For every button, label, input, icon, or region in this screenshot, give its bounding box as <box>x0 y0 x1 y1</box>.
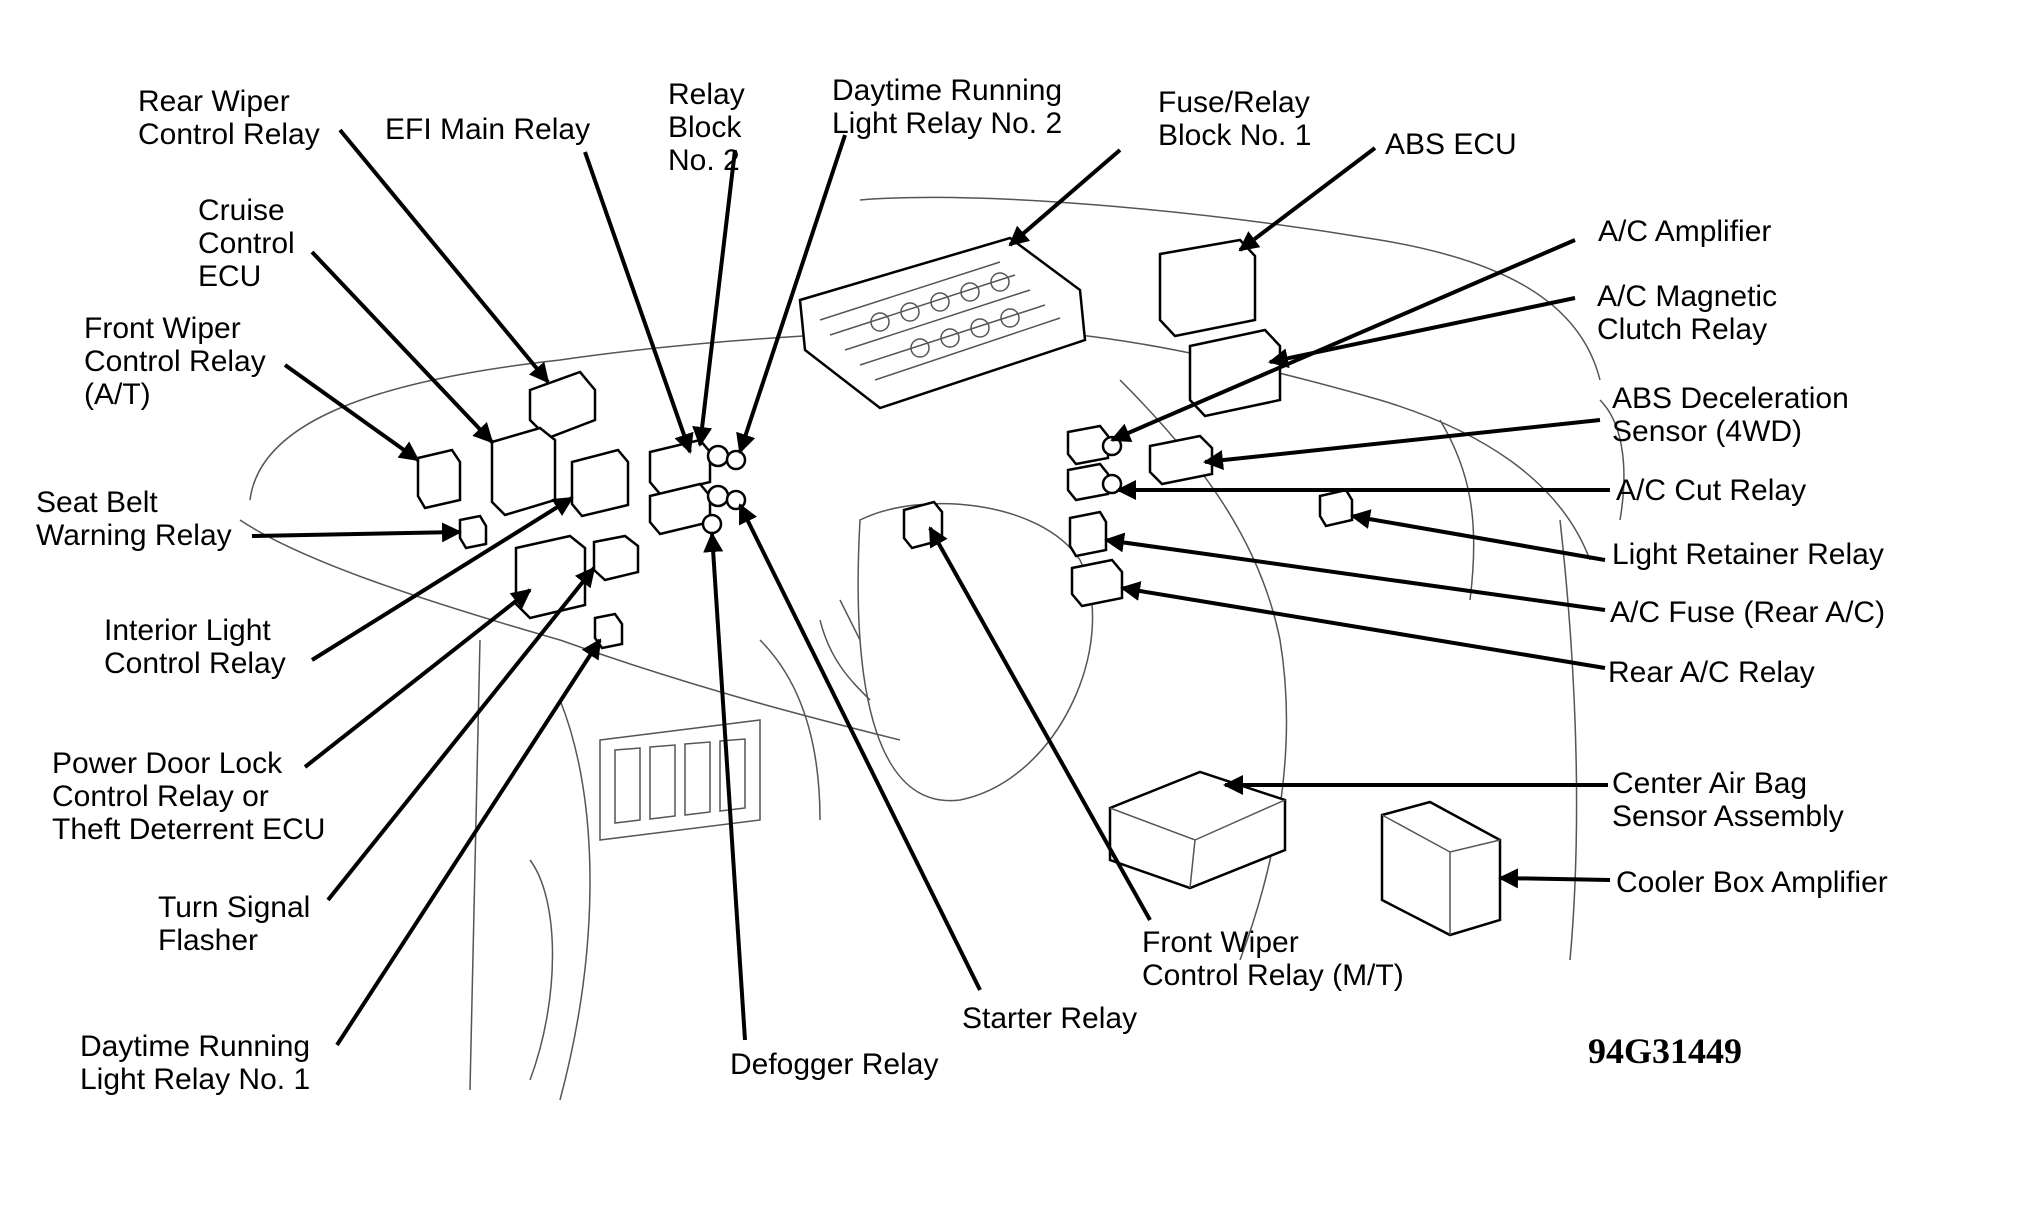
label-fuse-relay-block-no1: Fuse/Relay Block No. 1 <box>1158 86 1312 152</box>
leader-lines <box>251 128 1611 1047</box>
fuse-relay-block-no1-illustration <box>798 236 1087 410</box>
lower-modules <box>1108 770 1502 937</box>
label-efi-main-relay: EFI Main Relay <box>385 113 591 146</box>
label-center-air-bag-sensor: Center Air Bag Sensor Assembly <box>1612 767 1844 833</box>
label-front-wiper-control-relay-mt: Front Wiper Control Relay (M/T) <box>1142 926 1404 992</box>
label-abs-deceleration-sensor: ABS Deceleration Sensor (4WD) <box>1612 382 1849 448</box>
label-relay-block-no2: Relay Block No. 2 <box>668 78 745 177</box>
relay-block-no2-illustration <box>648 438 747 536</box>
dashboard-outline <box>239 196 1625 1101</box>
label-power-door-lock-control-relay: Power Door Lock Control Relay or Theft D… <box>52 747 326 846</box>
label-ac-amplifier: A/C Amplifier <box>1598 215 1772 248</box>
label-daytime-running-light-relay-no2: Daytime Running Light Relay No. 2 <box>832 74 1063 140</box>
label-cruise-control-ecu: Cruise Control ECU <box>198 194 295 293</box>
label-starter-relay: Starter Relay <box>962 1002 1138 1035</box>
label-turn-signal-flasher: Turn Signal Flasher <box>158 891 311 957</box>
label-light-retainer-relay: Light Retainer Relay <box>1612 538 1884 571</box>
diagram-code: 94G31449 <box>1588 1031 1743 1071</box>
label-seat-belt-warning-relay: Seat Belt Warning Relay <box>36 486 232 552</box>
label-rear-wiper-control-relay: Rear Wiper Control Relay <box>138 85 320 151</box>
label-rear-ac-relay: Rear A/C Relay <box>1608 656 1815 689</box>
label-cooler-box-amplifier: Cooler Box Amplifier <box>1616 866 1888 899</box>
label-ac-magnetic-clutch-relay: A/C Magnetic Clutch Relay <box>1597 280 1778 346</box>
label-abs-ecu: ABS ECU <box>1385 128 1517 161</box>
label-defogger-relay: Defogger Relay <box>730 1048 939 1081</box>
label-ac-fuse-rear: A/C Fuse (Rear A/C) <box>1610 596 1886 629</box>
label-interior-light-control-relay: Interior Light Control Relay <box>104 614 286 680</box>
left-relay-cluster <box>416 370 640 650</box>
label-daytime-running-light-relay-no1: Daytime Running Light Relay No. 1 <box>80 1030 311 1096</box>
label-ac-cut-relay: A/C Cut Relay <box>1616 474 1807 507</box>
label-front-wiper-control-relay-at: Front Wiper Control Relay (A/T) <box>84 312 266 411</box>
right-parts <box>902 238 1354 608</box>
